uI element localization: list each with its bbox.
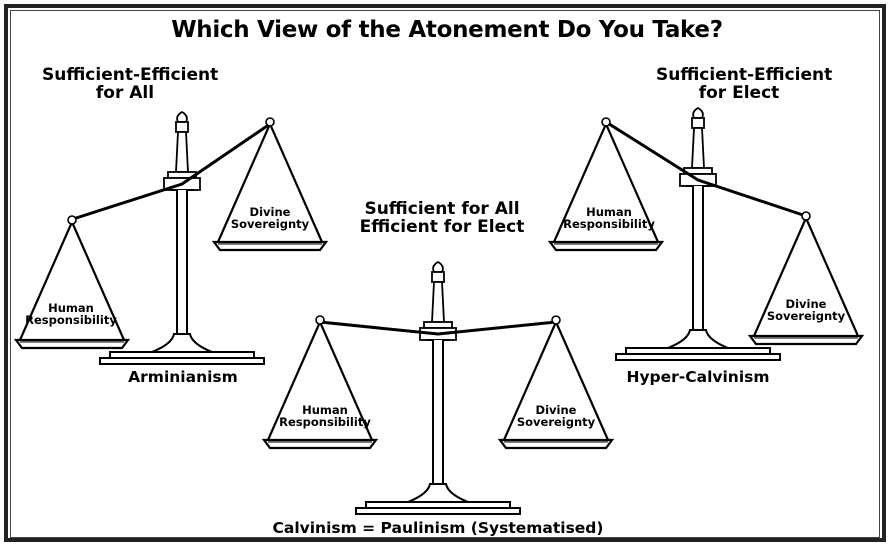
pan-label-line1: Divine xyxy=(785,297,827,311)
outer-frame xyxy=(4,4,886,542)
pan-label-line2: Sovereignty xyxy=(230,217,310,232)
view-name-hyper-calvinism: Hyper-Calvinism xyxy=(626,368,770,386)
pan-label-human-responsibility: Human Responsibility xyxy=(272,404,378,428)
pan-label-human-responsibility: Human Responsibility xyxy=(556,206,662,230)
caption-hyper-calvinism: Sufficient-Efficient for Elect xyxy=(656,65,833,103)
scale-arminianism xyxy=(14,111,328,365)
pan-label-line1: Divine xyxy=(535,403,577,417)
caption-line2: for Elect xyxy=(698,82,780,103)
pan-label-line2: Responsibility xyxy=(25,313,117,328)
caption-line1: Sufficient-Efficient xyxy=(42,65,219,85)
caption-line1: Sufficient-Efficient xyxy=(656,65,833,85)
pan-label-divine-sovereignty: Divine Sovereignty xyxy=(506,404,606,428)
pan-label-line2: Sovereignty xyxy=(516,415,596,430)
view-name-arminianism: Arminianism xyxy=(128,368,238,386)
pan-label-line2: Responsibility xyxy=(563,217,655,232)
caption-arminianism: Sufficient-Efficient for All xyxy=(42,65,219,103)
pan-label-divine-sovereignty: Divine Sovereignty xyxy=(220,206,320,230)
pan-label-line1: Divine xyxy=(249,205,291,219)
diagram-title: Which View of the Atonement Do You Take? xyxy=(171,17,723,43)
pan-label-line1: Human xyxy=(48,301,94,315)
pan-label-human-responsibility: Human Responsibility xyxy=(18,302,124,326)
pan-label-line2: Sovereignty xyxy=(766,309,846,324)
scale-calvinism xyxy=(262,261,614,515)
inner-frame xyxy=(10,10,880,538)
pan-label-line2: Responsibility xyxy=(279,415,371,430)
pan-label-line1: Human xyxy=(302,403,348,417)
caption-line2: Efficient for Elect xyxy=(359,216,525,237)
pan-label-line1: Human xyxy=(586,205,632,219)
scale-hyper-calvinism xyxy=(548,107,864,361)
caption-calvinism: Sufficient for All Efficient for Elect xyxy=(350,199,534,237)
view-name-calvinism: Calvinism = Paulinism (Systematised) xyxy=(272,519,604,537)
caption-line1: Sufficient for All xyxy=(364,199,520,219)
caption-line2: for All xyxy=(95,82,155,103)
pan-label-divine-sovereignty: Divine Sovereignty xyxy=(756,298,856,322)
